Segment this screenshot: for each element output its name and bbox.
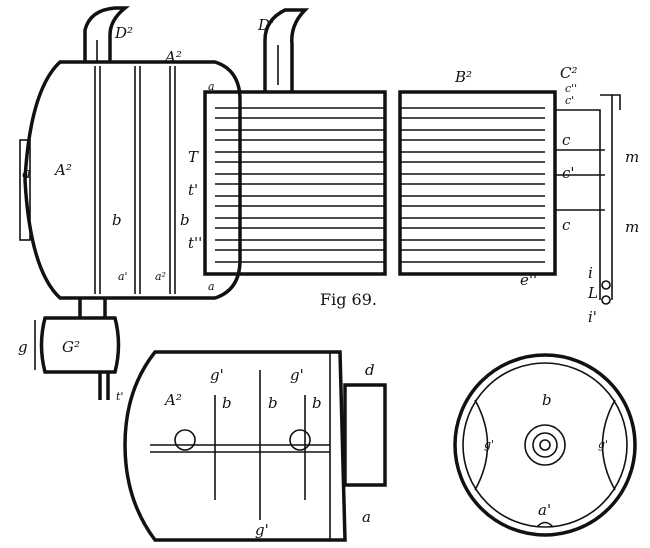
- label-m-lower: m: [625, 218, 639, 236]
- label-A2-top: A²: [163, 48, 182, 66]
- label-c-upper: c: [562, 131, 571, 149]
- label-D2: D²: [114, 24, 133, 42]
- tube-bank-left: [203, 90, 387, 276]
- circle-section: [453, 353, 637, 537]
- label-g1-right: g': [598, 438, 608, 451]
- label-b-b: b: [268, 394, 278, 412]
- label-T: T: [188, 148, 199, 166]
- label-b-mid: b: [180, 211, 190, 229]
- figure-caption: Fig 69.: [320, 290, 377, 309]
- label-i: i: [588, 264, 593, 282]
- label-a1-bot: a': [118, 270, 128, 283]
- small-vessel-g2: [34, 316, 121, 400]
- label-g1-b: g': [290, 366, 304, 384]
- label-L: L: [587, 284, 598, 302]
- main-vessel: [19, 6, 310, 318]
- label-b-a: b: [222, 394, 232, 412]
- label-a-left: a: [22, 164, 31, 182]
- label-c2: c'': [565, 82, 577, 95]
- label-G2: G²: [62, 338, 80, 356]
- label-c-lower: c: [562, 216, 571, 234]
- label-g1-c: g': [255, 521, 269, 539]
- label-t1: t': [188, 181, 198, 199]
- label-g1-left: g': [484, 438, 494, 451]
- label-a-top: a: [208, 80, 215, 93]
- label-c1-top: c': [565, 94, 574, 107]
- label-B2: B²: [454, 68, 472, 86]
- label-i1: i': [588, 308, 597, 326]
- label-g: g: [18, 338, 28, 356]
- label-A2-bottom: A²: [163, 391, 182, 409]
- label-a-bot: a: [208, 280, 215, 293]
- label-d-top: d: [365, 361, 375, 379]
- label-a2-bot: a²: [155, 270, 166, 283]
- cylinder-section: [123, 350, 387, 542]
- label-b-c: b: [312, 394, 322, 412]
- label-b-main: b: [112, 211, 122, 229]
- label-c1-mid: c': [562, 164, 575, 182]
- label-e2: e'': [520, 271, 537, 289]
- label-C2: C²: [560, 64, 578, 82]
- label-a1-circle: a': [538, 501, 551, 519]
- label-D1: D': [257, 16, 274, 34]
- label-a-bottom: a: [362, 508, 371, 526]
- label-g1-a: g': [210, 366, 224, 384]
- label-b-circle: b: [542, 391, 552, 409]
- label-t2: t'': [188, 234, 202, 252]
- label-t1-small: t': [116, 390, 123, 403]
- tube-bank-right: [398, 90, 621, 305]
- labels: D² A² D' B² C² c'' c' a A² T t' t'' b b …: [18, 16, 639, 539]
- label-A2-main: A²: [53, 161, 72, 179]
- label-m-upper: m: [625, 148, 639, 166]
